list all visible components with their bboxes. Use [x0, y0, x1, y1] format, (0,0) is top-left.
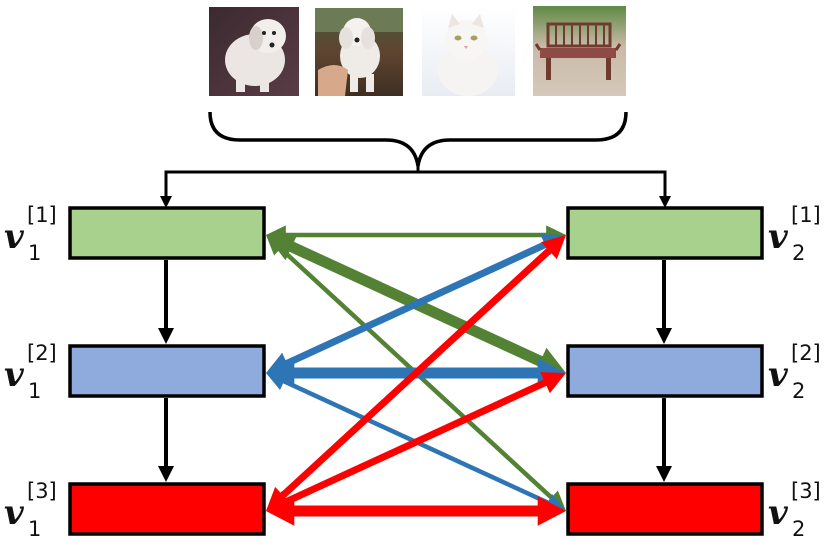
bench-photo [533, 6, 626, 96]
poodle-photo [315, 8, 403, 96]
label-subscript: 2 [792, 241, 805, 265]
edge-L1-R3-head-left [266, 235, 288, 256]
node-right-1 [566, 206, 764, 260]
label-subscript: 2 [792, 379, 805, 403]
white-cat-photo [422, 7, 515, 96]
edge-L3-R3-head-left [266, 496, 295, 526]
node-right-2 [566, 344, 764, 398]
edge-L3-R1-head-right [541, 235, 566, 260]
label-symbol: v [4, 493, 25, 533]
vertical-arrowhead-left-1 [158, 328, 174, 344]
edge-L3-R3-head-right [537, 496, 566, 526]
feed-arrowhead-left [160, 196, 172, 208]
label-subscript: 1 [28, 379, 41, 403]
edge-L3-R2 [282, 378, 550, 506]
node-left-1 [68, 206, 266, 260]
edge-L3-R1 [278, 245, 554, 501]
label-symbol: v [4, 217, 25, 257]
edge-L2-R1 [282, 240, 550, 368]
label-superscript: [2] [791, 341, 821, 365]
label-superscript: [1] [27, 203, 57, 227]
label-symbol: v [4, 355, 25, 395]
vertical-arrowhead-left-2 [158, 466, 174, 482]
label-symbol: v [768, 493, 789, 533]
edge-L3-R2-head-right [540, 372, 566, 394]
vertical-arrowhead-right-1 [656, 328, 672, 344]
label-subscript: 1 [28, 517, 41, 541]
label-superscript: [1] [791, 203, 821, 227]
label-symbol: v [768, 217, 789, 257]
edge-L2-R3-head-left [266, 372, 289, 391]
label-superscript: [3] [791, 479, 821, 503]
node-left-2 [68, 344, 266, 398]
node-left-3 [68, 482, 266, 536]
label-superscript: [2] [27, 341, 57, 365]
white-dog-photo [209, 7, 299, 96]
label-subscript: 2 [792, 517, 805, 541]
label-subscript: 1 [28, 241, 41, 265]
feed-line-right [418, 170, 667, 200]
feed-arrowhead-right [659, 196, 671, 208]
vertical-arrowhead-right-2 [656, 466, 672, 482]
cross-edge-layer [266, 225, 566, 526]
node-right-3 [566, 482, 764, 536]
feed-line-left [164, 166, 420, 200]
grouping-brace [208, 111, 628, 167]
connector-layer [158, 166, 672, 482]
label-superscript: [3] [27, 479, 57, 503]
label-symbol: v [768, 355, 789, 395]
